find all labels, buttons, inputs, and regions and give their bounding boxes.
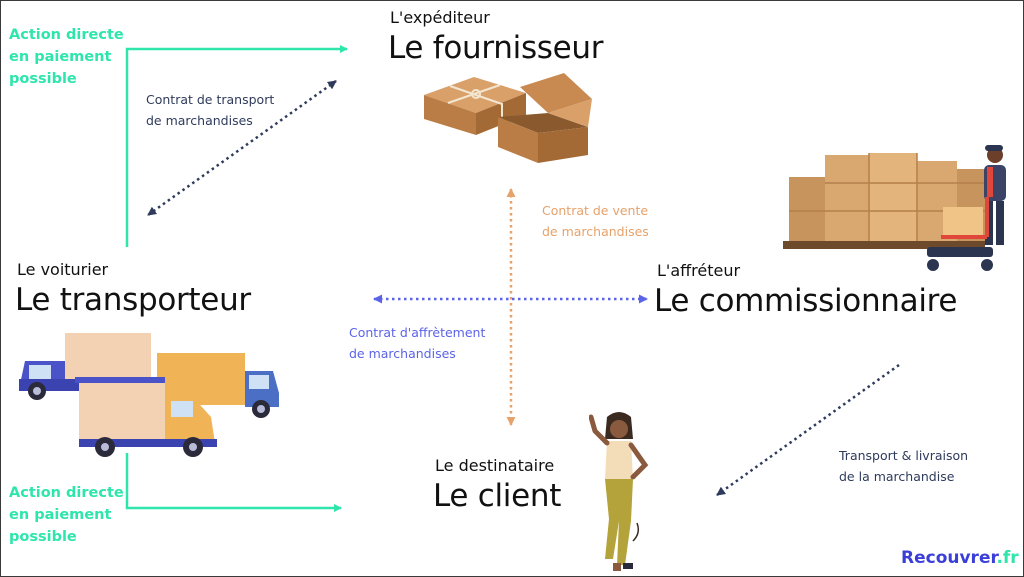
direct-action-top-connector <box>125 45 348 247</box>
carrier-name: Le transporteur <box>15 282 251 318</box>
van-icon <box>75 377 217 457</box>
client-role: Le destinataire <box>435 456 555 475</box>
supplier-name: Le fournisseur <box>388 30 604 66</box>
delivery-arrow <box>716 363 900 497</box>
cardboard-boxes-illustration <box>424 73 592 163</box>
delivery-trucks-illustration <box>19 333 279 457</box>
delivery-label: Transport & livraison de la marchandise <box>839 448 969 484</box>
direct-action-top-label: Action directe en paiement possible <box>9 27 124 87</box>
transport-contract-label: Contrat de transport de marchandises <box>146 92 275 128</box>
direct-action-bottom-label: Action directe en paiement possible <box>9 485 124 545</box>
client-woman-illustration <box>589 412 649 571</box>
supplier-role: L'expéditeur <box>390 8 490 27</box>
worker-icon <box>927 145 1006 271</box>
charterer-name: Le commissionnaire <box>654 283 958 319</box>
open-box-icon <box>498 73 592 163</box>
charterer-role: L'affréteur <box>657 261 741 280</box>
sale-contract-label: Contrat de vente de marchandises <box>542 203 649 239</box>
transport-contract-arrow <box>147 79 337 217</box>
client-name: Le client <box>433 478 562 514</box>
wrapped-parcel-icon <box>424 77 526 135</box>
warehouse-illustration <box>783 145 1006 271</box>
direct-action-bottom-connector <box>125 453 342 512</box>
charter-contract-label: Contrat d'affrètement de marchandises <box>349 325 486 361</box>
carrier-role: Le voiturier <box>17 260 109 279</box>
brand-logo: Recouvrer.fr <box>901 548 1019 568</box>
pallet-boxes-icon <box>783 153 985 249</box>
